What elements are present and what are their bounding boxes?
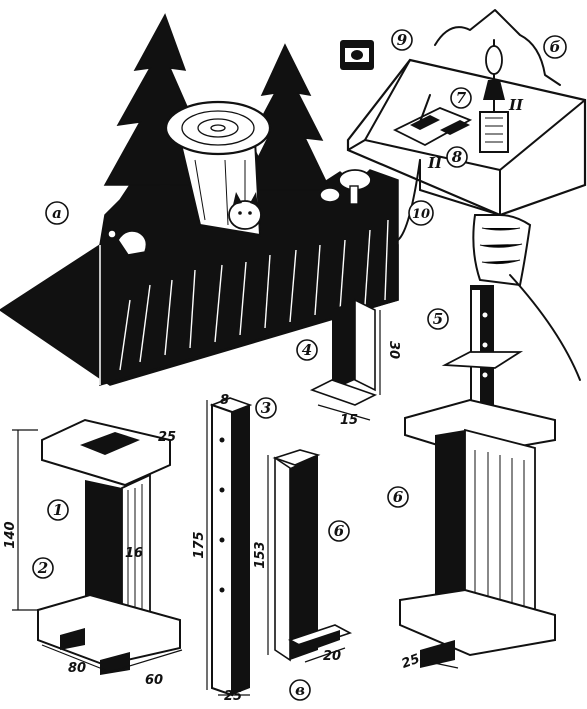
label-a: а	[45, 201, 69, 225]
part-7-text: 7	[456, 89, 467, 107]
dim-8: 8	[220, 393, 229, 408]
fox-figure	[228, 192, 262, 230]
dim-60: 60	[145, 673, 163, 688]
part-7-label: 7	[450, 87, 472, 109]
part-8-label: 8	[446, 146, 468, 168]
tree-right	[240, 43, 332, 191]
part-10-label: 10	[408, 200, 434, 226]
part-6a-text: 6	[334, 522, 345, 540]
part-8-text: 8	[452, 148, 463, 166]
part-3-text: 3	[261, 399, 271, 417]
part-2-text: 2	[37, 559, 48, 577]
switch-block	[392, 94, 473, 147]
dim-30: 30	[386, 341, 401, 359]
part-1-text: 1	[53, 501, 63, 519]
label-v: в	[289, 679, 311, 701]
angle-bracket-4	[309, 298, 378, 406]
strip-part-3	[209, 397, 253, 697]
dim-80: 80	[68, 661, 86, 676]
puppet-stand	[346, 9, 587, 668]
part-6a-label: 6	[328, 520, 350, 542]
dim-140: 140	[3, 521, 18, 548]
part-9-coil	[340, 40, 374, 70]
part-2-label: 2	[32, 557, 54, 579]
dim-25-top: 25	[158, 430, 176, 445]
dim-25-base: 25	[400, 652, 422, 672]
dim-15: 15	[340, 413, 358, 428]
label-a-text: а	[52, 204, 62, 222]
support-post	[399, 398, 556, 668]
dimension-lines	[12, 310, 459, 696]
part-10-text: 10	[412, 207, 430, 222]
label-b-text: б	[550, 38, 561, 56]
label-v-text: в	[295, 681, 305, 699]
hand-grip	[472, 214, 532, 287]
scenery-box	[0, 13, 399, 386]
part-9-text: 9	[397, 31, 408, 49]
part-6b-text: 6	[393, 488, 404, 506]
part-1-label: 1	[47, 499, 69, 521]
bird-figure	[107, 229, 148, 256]
handle-bar	[441, 285, 524, 420]
mushrooms	[319, 169, 372, 205]
dim-153: 153	[253, 541, 268, 568]
channel-part-6	[272, 449, 353, 662]
part-4-label: 4	[296, 339, 318, 361]
dim-16: 16	[125, 546, 143, 561]
part-5-text: 5	[433, 310, 443, 328]
part-3-label: 3	[255, 397, 277, 419]
part-6b-label: 6	[387, 486, 409, 508]
grass-strokes	[119, 219, 389, 371]
part-5-label: 5	[427, 308, 449, 330]
part-4-text: 4	[302, 341, 312, 359]
pedestal-part	[37, 418, 181, 675]
dim-175: 175	[192, 531, 207, 558]
coil-assembly	[479, 39, 509, 153]
part-11b-text: II	[427, 154, 443, 172]
dim-25-strip: 25	[224, 689, 242, 704]
part-11a-text: II	[508, 96, 524, 114]
dim-20: 20	[323, 649, 341, 664]
label-b: б	[543, 35, 567, 59]
part-9-label: 9	[391, 29, 413, 51]
